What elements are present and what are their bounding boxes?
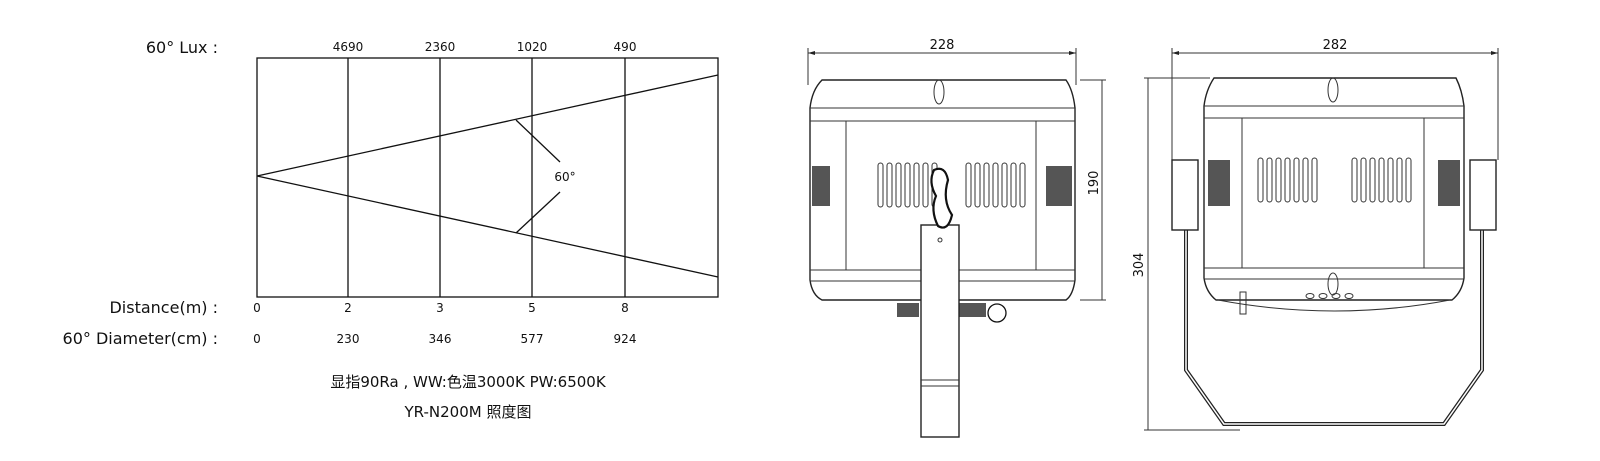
photometric-chart: 60° Lux : Distance(m) : 60° Diameter(cm)… xyxy=(63,38,719,421)
vent-slot xyxy=(913,162,920,208)
lux-row-label: 60° Lux : xyxy=(146,38,218,57)
vent-slot xyxy=(1396,157,1403,203)
heatsink-fins-right xyxy=(1046,166,1072,206)
vent-slot xyxy=(886,162,893,208)
lens-bottom xyxy=(1217,299,1451,312)
vent-slot xyxy=(895,162,902,208)
lever xyxy=(1239,291,1247,315)
vent-slot xyxy=(1275,157,1282,203)
caption-specs: 显指90Ra , WW:色温3000K PW:6500K xyxy=(330,373,607,391)
diameter-row-label: 60° Diameter(cm) : xyxy=(63,329,218,348)
vent-slot xyxy=(1387,157,1394,203)
yoke-inner xyxy=(1185,228,1483,425)
angle-leader-lower xyxy=(515,191,561,234)
distance-value: 8 xyxy=(621,301,629,315)
front-panel xyxy=(1241,117,1425,269)
diameter-values: 0 230 346 577 924 xyxy=(253,332,636,346)
handle-slot-icon xyxy=(933,79,945,105)
vent-slot xyxy=(992,162,999,208)
pivot-hole xyxy=(937,237,943,243)
vent-slot xyxy=(983,162,990,208)
lux-value: 1020 xyxy=(517,40,548,54)
distance-value: 5 xyxy=(528,301,536,315)
distance-row-label: Distance(m) : xyxy=(109,298,218,317)
vent-slot xyxy=(1001,162,1008,208)
vent-slot xyxy=(877,162,884,208)
diameter-value: 924 xyxy=(614,332,637,346)
width-dimension-282: 282 xyxy=(1323,38,1348,53)
heatsink-fins-left xyxy=(812,166,830,206)
diameter-value: 346 xyxy=(429,332,452,346)
side-view-drawing: 228 190 xyxy=(807,38,1106,438)
vent-slot xyxy=(1405,157,1412,203)
vent-grille xyxy=(877,162,1026,208)
beam-upper-edge xyxy=(256,74,719,177)
vent-slot xyxy=(904,162,911,208)
vent-grille xyxy=(1257,157,1412,203)
heatsink-fins-right xyxy=(1438,160,1460,206)
vent-slot xyxy=(1302,157,1309,203)
vent-slot xyxy=(1311,157,1318,203)
diameter-value: 230 xyxy=(337,332,360,346)
lux-value: 2360 xyxy=(425,40,456,54)
diameter-value: 0 xyxy=(253,332,261,346)
front-view-drawing: 282 304 xyxy=(1132,38,1499,431)
chart-frame xyxy=(256,57,719,298)
mounting-stand xyxy=(920,224,960,438)
vent-slot xyxy=(965,162,972,208)
stand-handle xyxy=(930,167,954,229)
lamp-housing xyxy=(1203,77,1465,301)
handle-slot-icon xyxy=(1327,77,1339,103)
handle-slot-icon xyxy=(1327,272,1339,296)
height-dimension-304: 304 xyxy=(1132,253,1147,278)
beam-lower-edge xyxy=(256,175,719,278)
vent-slot xyxy=(1266,157,1273,203)
indicator xyxy=(1305,293,1315,299)
distance-value: 3 xyxy=(436,301,444,315)
lux-value: 490 xyxy=(614,40,637,54)
vent-slot xyxy=(974,162,981,208)
yoke-knob-right xyxy=(1469,159,1497,231)
yoke-knob-left xyxy=(1171,159,1199,231)
beam-angle-label: 60° xyxy=(554,170,575,184)
height-dimension-190: 190 xyxy=(1087,171,1102,196)
indicator xyxy=(1344,293,1354,299)
distance-value: 2 xyxy=(344,301,352,315)
vent-slot xyxy=(1293,157,1300,203)
adjust-knob xyxy=(958,303,986,317)
vent-slot xyxy=(1351,157,1358,203)
distance-value: 0 xyxy=(253,301,261,315)
adjust-knob xyxy=(897,303,919,317)
vent-slot xyxy=(1010,162,1017,208)
lux-value: 4690 xyxy=(333,40,364,54)
vent-slot xyxy=(1019,162,1026,208)
caption-title: YR-N200M 照度图 xyxy=(404,403,532,421)
lock-knob-icon xyxy=(987,303,1007,323)
diameter-value: 577 xyxy=(521,332,544,346)
vent-slot xyxy=(1360,157,1367,203)
width-dimension-228: 228 xyxy=(930,38,955,53)
vent-slot xyxy=(922,162,929,208)
angle-leader-upper xyxy=(515,119,561,163)
heatsink-fins-left xyxy=(1208,160,1230,206)
vent-slot xyxy=(1369,157,1376,203)
vent-slot xyxy=(1284,157,1291,203)
lux-values: 4690 2360 1020 490 xyxy=(333,40,637,54)
indicator-buttons xyxy=(1305,293,1354,299)
vent-slot xyxy=(1378,157,1385,203)
distance-values: 0 2 3 5 8 xyxy=(253,301,629,315)
vent-slot xyxy=(1257,157,1264,203)
indicator xyxy=(1318,293,1328,299)
indicator xyxy=(1331,293,1341,299)
